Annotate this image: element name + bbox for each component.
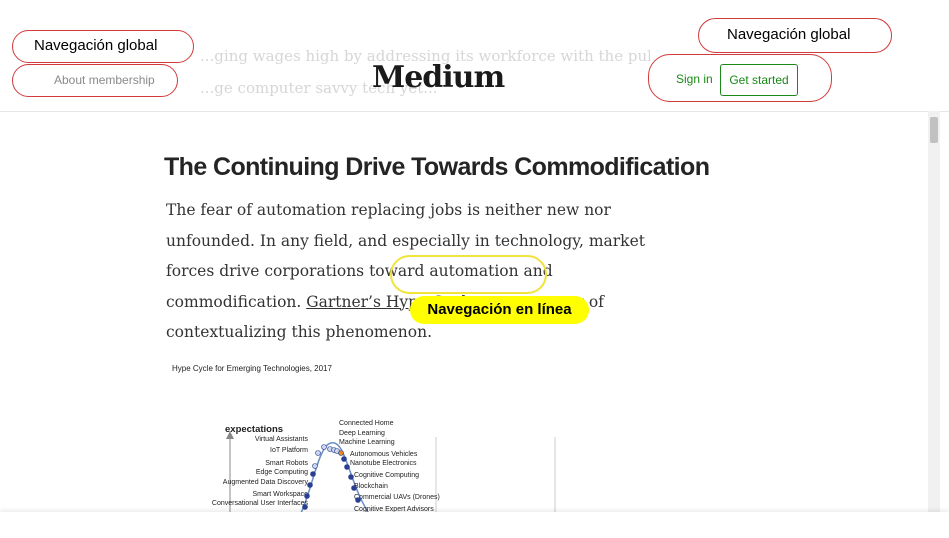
hype-curve (299, 442, 371, 516)
chart-left-label-5: Smart Workspace (253, 491, 309, 498)
chart-right-marker-4 (341, 456, 347, 462)
chart-right-marker-8 (355, 497, 361, 503)
chart-left-label-6: Conversational User Interfaces (212, 500, 309, 507)
paragraph-text-start: The fear of automation replacing jobs is… (166, 201, 645, 311)
chart-y-label: expectations (225, 424, 283, 435)
annotation-auth-outline (648, 54, 832, 102)
chart-left-label-4: Augmented Data Discovery (223, 479, 309, 486)
hype-cycle-chart: Hype Cycle for Emerging Technologies, 20… (160, 355, 580, 516)
chart-right-label-7: Commercial UAVs (Drones) (354, 494, 440, 501)
chart-right-label-1: Deep Learning (339, 430, 385, 437)
chart-left-marker-3 (310, 471, 316, 477)
background-article-text: ...ging wages high by addressing its wor… (200, 47, 650, 97)
chart-right-marker-3 (338, 450, 344, 456)
chart-right-label-8: Cognitive Expert Advisors (354, 506, 434, 513)
chart-left-label-1: IoT Platform (270, 447, 308, 454)
chart-left-marker-5 (304, 493, 310, 499)
chart-right-marker-6 (348, 474, 354, 480)
annotation-global-nav-left (12, 30, 194, 63)
chart-left-marker-6 (302, 504, 308, 510)
get-started-button[interactable]: Get started (720, 64, 798, 96)
annotation-label-global-nav-left: Navegación global (34, 37, 158, 54)
chart-right-label-0: Connected Home (339, 420, 394, 427)
chart-y-arrow (226, 431, 234, 439)
scrollbar-track[interactable] (928, 111, 940, 516)
annotation-global-nav-right (698, 18, 892, 53)
hype-cycle-svg: Hype Cycle for Emerging Technologies, 20… (172, 364, 556, 516)
chart-left-marker-2 (312, 463, 318, 469)
annotation-about-outline (12, 64, 178, 97)
chart-left-marker-0 (321, 444, 327, 450)
scrollbar-thumb[interactable] (930, 117, 938, 143)
sign-in-link[interactable]: Sign in (676, 72, 713, 86)
chart-right-marker-7 (351, 485, 357, 491)
chart-left-marker-1 (315, 450, 321, 456)
about-membership-link[interactable]: About membership (54, 73, 155, 87)
medium-logo[interactable]: Medium (372, 60, 505, 95)
chart-right-marker-5 (344, 464, 350, 470)
annotation-inline-nav: Navegación en línea (410, 296, 589, 324)
chart-right-label-6: Blockchain (354, 483, 388, 490)
chart-right-label-2: Machine Learning (339, 439, 395, 446)
chart-left-label-2: Smart Robots (265, 460, 308, 467)
chart-left-label-3: Edge Computing (256, 469, 308, 476)
chart-right-label-5: Cognitive Computing (354, 472, 419, 479)
article-headline: The Continuing Drive Towards Commodifica… (164, 153, 710, 181)
inline-link-highlight (390, 255, 547, 294)
chart-right-label-3: Autonomous Vehicles (350, 451, 418, 458)
chart-right-label-4: Nanotube Electronics (350, 460, 417, 467)
chart-title: Hype Cycle for Emerging Technologies, 20… (172, 364, 332, 373)
bottom-bar (0, 512, 949, 538)
chart-left-label-0: Virtual Assistants (255, 436, 309, 443)
annotation-label-global-nav-right: Navegación global (727, 26, 851, 43)
chart-left-marker-4 (307, 482, 313, 488)
